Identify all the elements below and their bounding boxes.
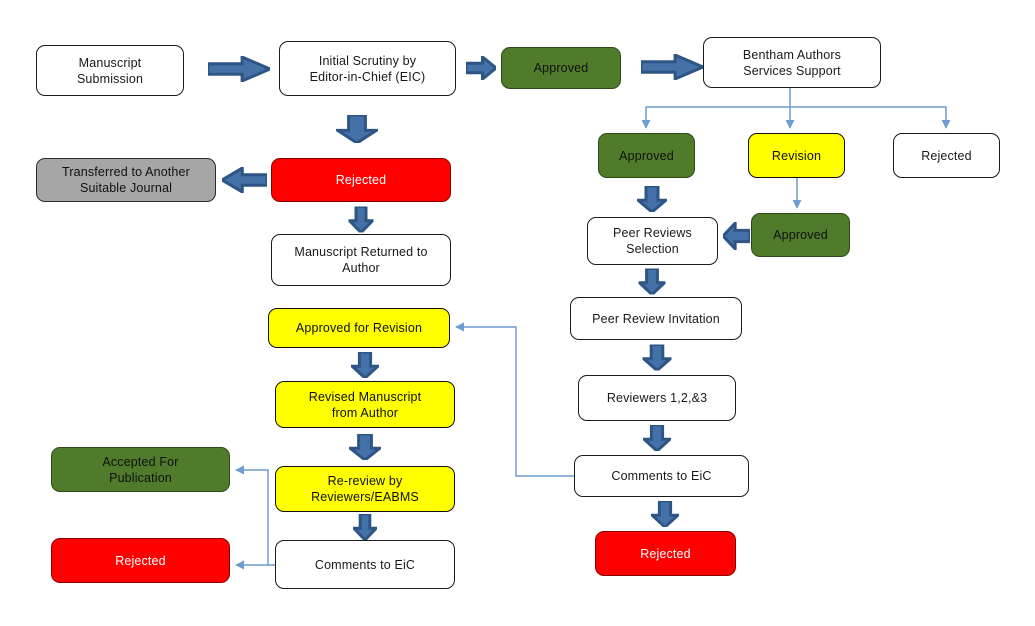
arrow-rejected-to-transferred <box>222 167 267 193</box>
arrow-approvedforrev-to-revised <box>352 351 378 379</box>
node-comments-to-eic-left[interactable]: Comments to EiC <box>275 540 455 589</box>
arrow-approvedbas-to-peerreviews <box>639 184 665 214</box>
arrow-peerreviews-to-invitation <box>639 268 665 295</box>
node-rejected-final-right[interactable]: Rejected <box>595 531 736 576</box>
node-revision[interactable]: Revision <box>748 133 845 178</box>
arrow-scrutiny-to-approved <box>466 56 496 80</box>
node-transferred-journal[interactable]: Transferred to Another Suitable Journal <box>36 158 216 202</box>
node-initial-scrutiny[interactable]: Initial Scrutiny by Editor-in-Chief (EIC… <box>279 41 456 96</box>
node-re-review[interactable]: Re-review by Reviewers/EABMS <box>275 466 455 512</box>
node-manuscript-submission[interactable]: Manuscript Submission <box>36 45 184 96</box>
bentham-fanout-to-rejected <box>790 106 951 129</box>
comments-right-to-approved-for-revision <box>455 322 574 477</box>
arrow-invitation-to-reviewers <box>644 343 670 372</box>
arrow-revised-to-rereview <box>352 431 378 463</box>
node-approved-eic[interactable]: Approved <box>501 47 621 89</box>
node-bentham-support[interactable]: Bentham Authors Services Support <box>703 37 881 88</box>
arrow-reviewers-to-comments <box>644 424 670 452</box>
arrow-rejected-to-returned <box>348 207 374 232</box>
node-rejected-bas[interactable]: Rejected <box>893 133 1000 178</box>
arrow-comments-to-rejected <box>652 500 678 528</box>
arrow-rereview-to-comments <box>352 515 378 539</box>
arrow-submission-to-scrutiny <box>208 56 270 82</box>
node-approved-for-revision[interactable]: Approved for Revision <box>268 308 450 348</box>
node-manuscript-returned[interactable]: Manuscript Returned to Author <box>271 234 451 286</box>
node-reviewers-123[interactable]: Reviewers 1,2,&3 <box>578 375 736 421</box>
comments-left-to-accepted <box>235 465 275 566</box>
node-approved-bas[interactable]: Approved <box>598 133 695 178</box>
node-peer-review-invitation[interactable]: Peer Review Invitation <box>570 297 742 340</box>
node-revised-manuscript[interactable]: Revised Manuscript from Author <box>275 381 455 428</box>
arrow-approvedrev-to-peerreviews <box>723 222 750 250</box>
node-accepted-for-publication[interactable]: Accepted For Publication <box>51 447 230 492</box>
node-rejected-eic[interactable]: Rejected <box>271 158 451 202</box>
node-rejected-final-left[interactable]: Rejected <box>51 538 230 583</box>
arrow-scrutiny-to-rejected <box>343 108 371 150</box>
arrow-approved-to-bentham <box>641 54 703 80</box>
bentham-fanout-to-approved <box>641 88 791 129</box>
node-comments-to-eic-right[interactable]: Comments to EiC <box>574 455 749 497</box>
node-peer-reviews-selection[interactable]: Peer Reviews Selection <box>587 217 718 265</box>
node-approved-revision-green[interactable]: Approved <box>751 213 850 257</box>
